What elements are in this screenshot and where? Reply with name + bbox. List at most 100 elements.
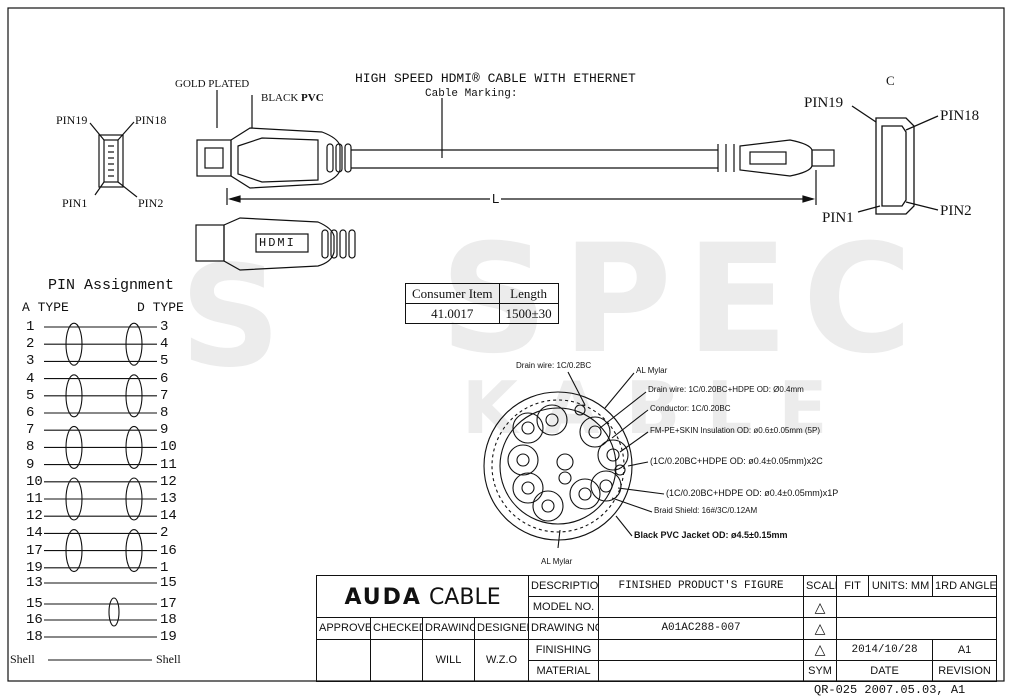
pin-d-label: 14 bbox=[160, 508, 177, 525]
designed-by: W.Z.O bbox=[473, 638, 530, 683]
cable-marking-label: Cable Marking: bbox=[425, 88, 518, 100]
pin-a-label: 6 bbox=[26, 405, 35, 421]
black-pvc-bold: PVC bbox=[301, 92, 324, 104]
title-block-row-5: MATERIAL SYM DATE REVISION bbox=[317, 659, 998, 683]
pin-d-label: 8 bbox=[160, 405, 169, 421]
label-conductor: Conductor: 1C/0.20BC bbox=[650, 404, 731, 413]
label-pair-1p: (1C/0.20BC+HDPE OD: ø0.4±0.05mm)x1P bbox=[666, 488, 839, 498]
pin-d-label: 5 bbox=[160, 353, 169, 370]
twisted-pair-loop bbox=[65, 477, 83, 521]
revision-value: A1 bbox=[932, 638, 998, 661]
pin-assignment-title: PIN Assignment bbox=[48, 277, 175, 294]
label-insulation: FM-PE+SKIN Insulation OD: ø0.6±0.05mm (5… bbox=[650, 426, 820, 435]
sym-label: SYM bbox=[803, 659, 838, 683]
pin-a-label: 14 bbox=[26, 525, 43, 542]
title-block-row-1: AUDA CABLE DESCRIPTION FINISHED PRODUCT'… bbox=[315, 574, 998, 619]
label-al-mylar-bottom: AL Mylar bbox=[541, 557, 573, 566]
pin-a-label: 7 bbox=[26, 422, 35, 439]
drawing-label: DRAWING bbox=[422, 617, 475, 640]
pin-d-label: 15 bbox=[160, 575, 177, 591]
revision-label: REVISION bbox=[932, 659, 998, 683]
label-jacket: Black PVC Jacket OD: ø4.5±0.15mm bbox=[634, 530, 788, 540]
model-delta: △ bbox=[803, 596, 838, 619]
units-label: UNITS: MM bbox=[868, 574, 934, 598]
pin-a-label: 8 bbox=[26, 439, 35, 456]
label-al-mylar-top: AL Mylar bbox=[636, 366, 668, 375]
pin-d-label: 3 bbox=[160, 319, 169, 335]
d-type-header: D TYPE bbox=[137, 300, 184, 315]
twisted-pair-loop bbox=[125, 322, 143, 366]
length-dimension-label: L bbox=[490, 191, 502, 206]
length-value-cell: 1500±30 bbox=[498, 303, 559, 324]
pin-a-label: Shell bbox=[10, 652, 35, 666]
item-value-cell: 41.0017 bbox=[405, 303, 500, 324]
pin-d-label: 4 bbox=[160, 336, 169, 353]
drawing-title: HIGH SPEED HDMI® CABLE WITH ETHERNET bbox=[355, 71, 636, 86]
item-length-table: Consumer Item Length 41.0017 1500±30 bbox=[405, 283, 559, 324]
pin-a-label: 12 bbox=[26, 508, 43, 525]
black-pvc-prefix: BLACK bbox=[261, 92, 302, 104]
twisted-pair-loop bbox=[65, 322, 83, 366]
pin-a-label: 5 bbox=[26, 387, 35, 404]
item-header-cell: Consumer Item bbox=[405, 283, 500, 304]
pin-d-label: 7 bbox=[160, 387, 169, 404]
hdmi-logo-text: HDMI bbox=[259, 236, 296, 250]
pin-d-label: 9 bbox=[160, 422, 169, 439]
finishing-value bbox=[598, 638, 805, 661]
connector-side-view bbox=[195, 217, 356, 271]
pin-d-label: 2 bbox=[160, 525, 169, 542]
model-no-value bbox=[598, 596, 805, 619]
pin-a-label: 10 bbox=[26, 473, 43, 490]
drawing-no-label: DRAWING NO. bbox=[528, 617, 600, 640]
left-pin18-label: PIN18 bbox=[135, 113, 167, 127]
model-no-label: MODEL NO. bbox=[528, 596, 600, 619]
left-pin1-label: PIN1 bbox=[62, 196, 88, 210]
pin-a-label: 16 bbox=[26, 612, 43, 628]
twisted-pair-loop bbox=[65, 425, 83, 469]
pin-wiring bbox=[44, 322, 157, 661]
pin-d-label: 10 bbox=[160, 439, 177, 456]
right-pin18-label: PIN18 bbox=[940, 108, 980, 124]
scale-label: SCALE bbox=[803, 574, 838, 598]
cable-assembly bbox=[196, 90, 835, 205]
twisted-pair-loop bbox=[65, 529, 83, 573]
drawing-no-revision-cell bbox=[836, 617, 998, 640]
angle-label: 1RD ANGLE bbox=[932, 574, 998, 598]
finishing-label: FINISHING bbox=[528, 638, 600, 661]
pin-d-label: 13 bbox=[160, 491, 177, 507]
pin-a-label: 17 bbox=[26, 542, 43, 559]
pin-d-label: 11 bbox=[160, 456, 177, 473]
left-pin19-label: PIN19 bbox=[56, 113, 88, 127]
drawn-by: WILL bbox=[422, 638, 475, 683]
approved-sign bbox=[316, 638, 371, 683]
twisted-pair-loop bbox=[65, 374, 83, 418]
right-pin1-label: PIN1 bbox=[822, 210, 854, 226]
cable-cross-section bbox=[483, 371, 665, 549]
twisted-pair-loop bbox=[125, 477, 143, 521]
pin-a-label: 13 bbox=[26, 575, 43, 591]
approved-label: APPROVED bbox=[316, 617, 371, 640]
revision-date: 2014/10/28 bbox=[836, 638, 934, 661]
material-value bbox=[598, 659, 805, 683]
pin-d-label: 1 bbox=[160, 559, 169, 576]
title-block-row-4: WILL W.Z.O FINISHING △ 2014/10/28 A1 bbox=[316, 638, 998, 683]
black-pvc-label: BLACK PVC bbox=[261, 93, 324, 104]
pin-a-label: 11 bbox=[26, 491, 43, 507]
pin-d-label: 19 bbox=[160, 629, 177, 645]
label-drain-wire-top: Drain wire: 1C/0.2BC bbox=[516, 361, 592, 370]
pin-d-label: 12 bbox=[160, 473, 177, 490]
scale-value: FIT bbox=[836, 574, 870, 598]
twisted-pair-loop bbox=[125, 529, 143, 573]
description-label: DESCRIPTION bbox=[528, 574, 600, 598]
label-drain-wire-hdpe: Drain wire: 1C/0.20BC+HDPE OD: Ø0.4mm bbox=[648, 385, 804, 394]
logo-cable: CABLE bbox=[421, 584, 501, 610]
gold-plated-label: GOLD PLATED bbox=[175, 78, 250, 90]
right-pin19-label: PIN19 bbox=[804, 95, 844, 111]
watermark-s-logo: S bbox=[180, 236, 281, 399]
twisted-pair-loop bbox=[108, 597, 120, 627]
pin-a-label: 3 bbox=[26, 353, 35, 370]
pin-d-label: 16 bbox=[160, 542, 177, 559]
